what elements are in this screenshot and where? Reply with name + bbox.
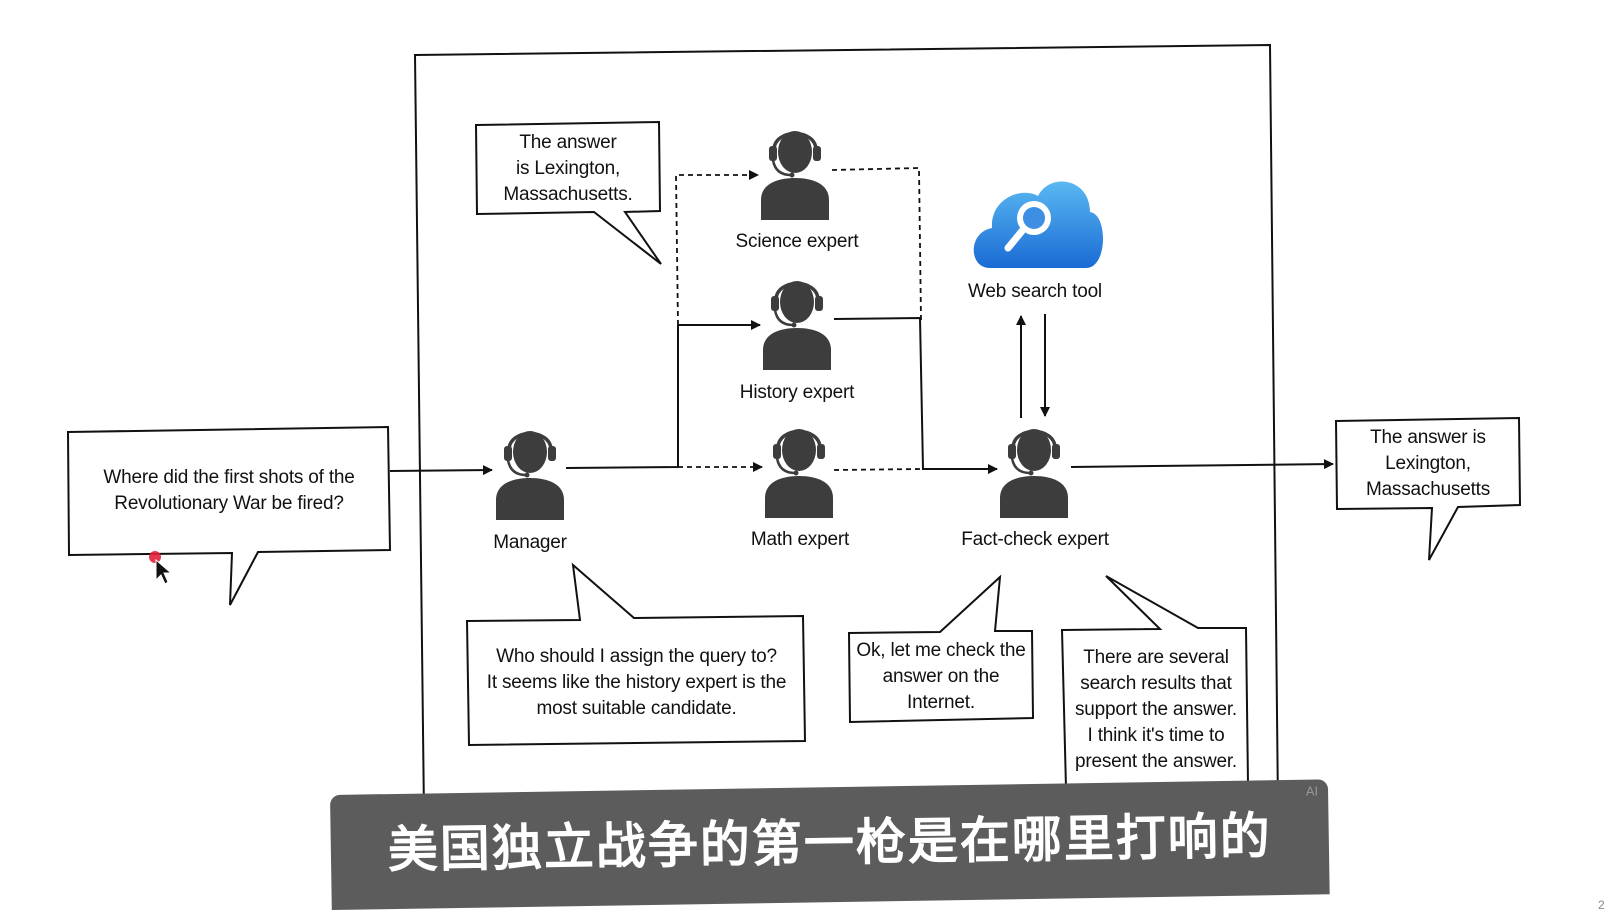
line-science-output	[831, 167, 922, 321]
manager-thought-text: Who should I assign the query to? It see…	[486, 646, 787, 719]
fact-check-plan-text: Ok, let me check the answer on the Inter…	[856, 640, 1026, 713]
fact-check-plan-bubble	[847, 574, 1035, 724]
fact-check-result-text: There are several search results that su…	[1074, 647, 1238, 772]
history-expert-person-icon	[761, 279, 833, 370]
subtitle-bar: AI 美国独立战争的第一枪是在哪里打响的	[330, 779, 1330, 910]
line-math-output	[833, 468, 923, 471]
cloud-search-icon	[973, 181, 1104, 268]
final-answer-bubble	[1334, 416, 1522, 561]
mouse-cursor-icon	[149, 551, 173, 585]
user-question-text: Where did the first shots of the Revolut…	[103, 467, 355, 514]
history-expert-label: History expert	[739, 382, 855, 403]
history-answer-text: The answer is Lexington, Massachusetts.	[503, 132, 633, 205]
math-expert-person-icon	[763, 427, 835, 518]
line-manager-branch	[565, 325, 679, 469]
arrow-fact-check-to-answer	[1070, 459, 1334, 470]
manager-person-icon	[494, 429, 566, 520]
fact-check-expert-person-icon	[998, 427, 1070, 518]
fact-check-expert-label: Fact-check expert	[961, 529, 1109, 550]
manager-thought-bubble	[465, 562, 807, 747]
science-expert-person-icon	[759, 129, 831, 220]
arrow-history-to-fact-check	[833, 316, 998, 474]
final-answer-text: The answer is Lexington, Massachusetts	[1365, 427, 1491, 500]
history-answer-bubble	[474, 120, 662, 265]
subtitle-text: 美国独立战争的第一枪是在哪里打响的	[387, 807, 1273, 880]
arrow-question-to-manager	[389, 465, 493, 476]
web-search-tool-label: Web search tool	[968, 281, 1102, 302]
manager-label: Manager	[493, 532, 567, 553]
user-question-bubble	[66, 425, 392, 606]
math-expert-label: Math expert	[750, 529, 850, 550]
science-expert-label: Science expert	[735, 231, 859, 252]
corner-mark: 2	[1598, 898, 1605, 910]
